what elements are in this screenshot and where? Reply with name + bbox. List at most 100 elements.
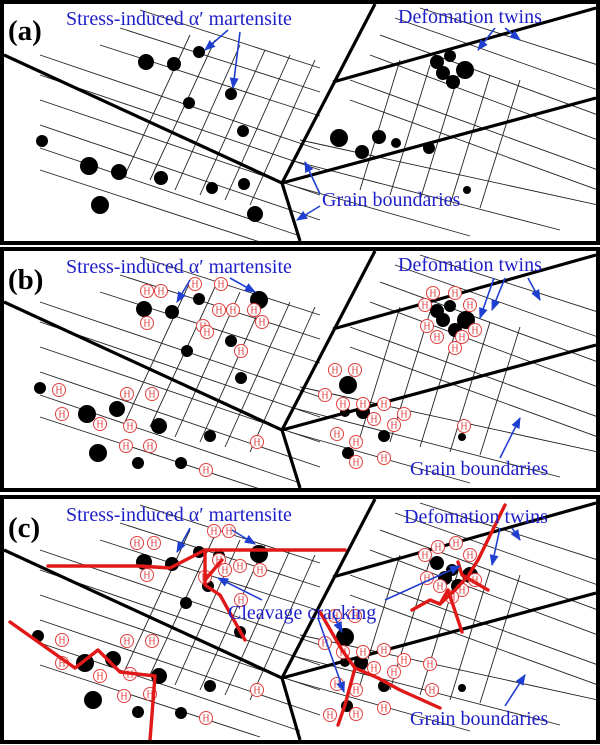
svg-text:H: H	[126, 670, 133, 681]
hydrogen-atom-icon: H	[147, 536, 161, 550]
hydrogen-atom-icon: H	[397, 407, 411, 421]
hydrogen-atom-icon: H	[222, 524, 236, 538]
svg-text:H: H	[258, 318, 265, 329]
svg-text:H: H	[451, 289, 458, 300]
svg-text:H: H	[133, 539, 140, 550]
hydrogen-atom-icon: H	[200, 325, 214, 339]
hydrogen-atom-icon: H	[226, 303, 240, 317]
panel-a-martensite-label: Stress-induced α′ martensite	[66, 8, 292, 30]
svg-text:H: H	[351, 366, 358, 377]
panel-b-grain-boundaries	[4, 251, 596, 488]
hydrogen-atom-icon: H	[212, 303, 226, 317]
hydrogen-atom-icon: H	[418, 298, 432, 312]
hydrogen-atom-icon: H	[323, 708, 337, 722]
svg-text:H: H	[123, 637, 130, 648]
svg-text:H: H	[400, 656, 407, 667]
panel-c-martensite-label: Stress-induced α′ martensite	[66, 504, 292, 526]
hydrogen-atom-icon: H	[199, 711, 213, 725]
svg-text:H: H	[221, 566, 228, 577]
panel-b-boundaries-label: Grain boundaries	[410, 458, 549, 480]
svg-text:H: H	[390, 668, 397, 679]
svg-text:H: H	[451, 344, 458, 355]
svg-text:H: H	[429, 289, 436, 300]
hydrogen-atom-icon: H	[140, 284, 154, 298]
hydrogen-atom-icon: H	[143, 439, 157, 453]
hydrogen-atom-icon: H	[356, 645, 370, 659]
svg-text:H: H	[225, 527, 232, 538]
hydrogen-atom-icon: H	[426, 286, 440, 300]
hydrogen-atom-icon: H	[145, 634, 159, 648]
svg-text:H: H	[148, 637, 155, 648]
svg-text:H: H	[202, 466, 209, 477]
svg-text:H: H	[370, 664, 377, 675]
panel-c: HHHHHHHHHHHHHHHHHHHHHHHHHHHHHHHHHHHHHHHH…	[0, 495, 600, 744]
svg-text:H: H	[120, 692, 127, 703]
svg-text:H: H	[58, 410, 65, 421]
svg-text:H: H	[202, 714, 209, 725]
svg-text:H: H	[143, 287, 150, 298]
panel-c-twins-label: Defomation twins	[404, 506, 548, 528]
svg-text:H: H	[253, 686, 260, 697]
hydrogen-atom-icon: H	[250, 435, 264, 449]
hydrogen-atom-icon: H	[377, 451, 391, 465]
panel-b-martensite-label: Stress-induced α′ martensite	[66, 256, 292, 278]
svg-text:H: H	[352, 710, 359, 721]
hydrogen-atom-icon: H	[130, 536, 144, 550]
svg-text:H: H	[428, 686, 435, 697]
svg-text:H: H	[433, 333, 440, 344]
svg-text:H: H	[458, 586, 465, 597]
svg-text:H: H	[331, 366, 338, 377]
hydrogen-atom-icon: H	[430, 330, 444, 344]
hydrogen-atom-icon: H	[367, 412, 381, 426]
svg-text:H: H	[352, 686, 359, 697]
svg-text:H: H	[458, 333, 465, 344]
svg-text:H: H	[400, 410, 407, 421]
svg-text:H: H	[123, 390, 130, 401]
svg-text:H: H	[390, 421, 397, 432]
hydrogen-atom-icon: H	[387, 665, 401, 679]
hydrogen-atom-icon: H	[348, 363, 362, 377]
panel-a-structure	[4, 4, 596, 241]
panel-a: (a) Stress-induced α′ martensite Defomat…	[0, 0, 600, 245]
svg-text:H: H	[237, 347, 244, 358]
panel-c-boundaries-label: Grain boundaries	[410, 708, 549, 730]
svg-text:H: H	[55, 386, 62, 397]
hydrogen-atom-icon: H	[123, 419, 137, 433]
hydrogen-atom-icon: H	[207, 524, 221, 538]
svg-text:H: H	[229, 306, 236, 317]
svg-text:H: H	[380, 400, 387, 411]
svg-text:H: H	[321, 391, 328, 402]
panel-a-twins-label: Defomation twins	[398, 6, 542, 28]
svg-text:H: H	[333, 430, 340, 441]
panel-c-arrows	[176, 527, 526, 707]
svg-text:H: H	[157, 287, 164, 298]
panel-b-twins-label: Defomation twins	[398, 254, 542, 276]
svg-text:H: H	[150, 539, 157, 550]
panel-c-cracking-label: Cleavage cracking	[228, 602, 376, 624]
svg-text:H: H	[359, 648, 366, 659]
hydrogen-atom-icon: H	[463, 298, 477, 312]
hydrogen-atom-icon: H	[120, 634, 134, 648]
svg-text:H: H	[352, 458, 359, 469]
hydrogen-atom-icon: H	[420, 319, 434, 333]
panel-b: HHHHHHHHHHHHHHHHHHHHHHHHHHHHHHHHHHHHHHHH…	[0, 247, 600, 492]
svg-text:H: H	[96, 420, 103, 431]
svg-text:H: H	[331, 612, 338, 623]
svg-text:H: H	[466, 301, 473, 312]
panel-a-letter: (a)	[8, 15, 42, 47]
svg-text:H: H	[423, 574, 430, 585]
panel-c-structure: HHHHHHHHHHHHHHHHHHHHHHHHHHHHHHHHHHHHHHHH…	[4, 499, 596, 740]
hydrogen-atom-icon: H	[348, 609, 362, 623]
hydrogen-atom-icon: H	[433, 579, 447, 593]
hydrogen-atom-icon: H	[234, 593, 248, 607]
hydrogen-atom-icon: H	[253, 563, 267, 577]
hydrogen-atom-icon: H	[448, 341, 462, 355]
hydrogen-atom-icon: H	[140, 568, 154, 582]
hydrogen-atom-icon: H	[463, 548, 477, 562]
svg-text:H: H	[126, 422, 133, 433]
hydrogen-atom-icon: H	[377, 701, 391, 715]
svg-text:H: H	[146, 442, 153, 453]
svg-text:H: H	[58, 636, 65, 647]
